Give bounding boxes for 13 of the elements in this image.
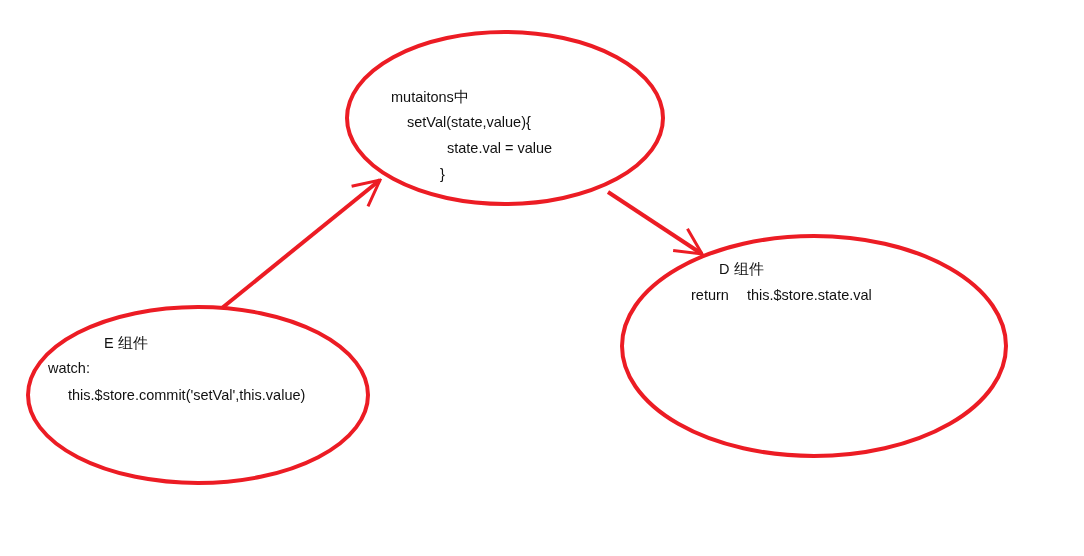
ellipse-node xyxy=(26,305,370,485)
code-text: setVal(state,value){ xyxy=(407,113,531,131)
ellipse-node xyxy=(620,234,1008,458)
code-text: return this.$store.state.val xyxy=(691,286,872,304)
code-text: } xyxy=(440,165,445,183)
component-title: E 组件 xyxy=(104,334,148,352)
code-text: mutaitons中 xyxy=(391,88,469,106)
component-title: D 组件 xyxy=(719,260,764,278)
ellipse-node xyxy=(345,30,665,206)
code-text: watch: xyxy=(48,359,90,377)
code-text: state.val = value xyxy=(447,139,553,157)
arrow xyxy=(606,190,704,256)
code-text: this.$store.commit('setVal',this.value) xyxy=(68,386,306,404)
